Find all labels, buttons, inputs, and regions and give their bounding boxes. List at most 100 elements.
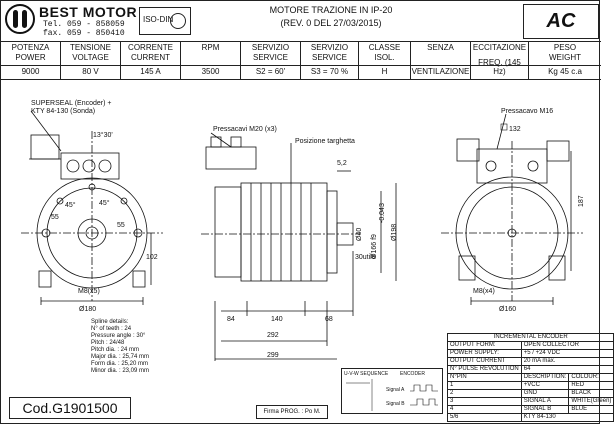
side-view — [201, 136, 397, 361]
rear-view — [441, 138, 583, 305]
m8x4-label: M8(x4) — [473, 288, 495, 295]
pin-number: 5/6 — [447, 413, 522, 422]
title-line-2: (REV. 0 DEL 27/03/2015) — [280, 18, 382, 28]
projection-symbol-icon — [170, 13, 186, 29]
signal-waveform — [346, 379, 438, 411]
spec-header: SERVIZIO SERVICE — [310, 43, 349, 62]
spec-header: PESO WEIGHT — [549, 43, 581, 62]
signature-field: Firma PROG. : Po M. — [256, 405, 328, 419]
terminal-box — [60, 152, 120, 180]
pin-number: 4 — [447, 405, 522, 414]
spline-pitch: Pitch : 24/48 — [91, 340, 125, 346]
spline-form-dia: Form dia. : 25,20 mm — [91, 361, 149, 367]
encoder-table: INCREMENTAL ENCODER OUTPUT FORM:OPEN COL… — [446, 333, 614, 422]
dim-5-2: 5,2 — [337, 160, 347, 167]
spline-minor-dia: Minor dia. : 23,09 mm — [91, 368, 150, 374]
spline-pitch-dia: Pitch dia. : 24 mm — [91, 347, 140, 353]
encoder-value: 64 — [520, 365, 614, 374]
encoder-connector — [30, 134, 60, 160]
ac-type-badge: AC — [523, 4, 599, 39]
brand-name: BEST MOTOR — [39, 4, 138, 20]
pressacavi-m20-label: Pressacavi M20 (x3) — [213, 126, 277, 133]
encoder-value: +5 / +24 VDC — [520, 349, 614, 358]
pin-colour: WHITE(Green) — [568, 397, 614, 406]
superseal-label: SUPERSEAL (Encoder) + — [31, 100, 111, 107]
encoder-value: 20 mA max. — [520, 357, 614, 366]
spline-details: Spline details: N° of teeth : 24 Pressur… — [91, 319, 149, 375]
encoder-value: OPEN COLLECTOR — [520, 341, 614, 350]
pin-number: 3 — [447, 397, 522, 406]
spec-value: S3 = 70 % — [310, 67, 349, 76]
company-logo: BEST MOTOR Tel. 059 - 858059 fax. 059 - … — [5, 4, 165, 38]
spec-power: POTENZA POWER 9000 — [1, 41, 61, 79]
dim-187: 187 — [578, 195, 585, 207]
dim-45-a: 45° — [65, 201, 76, 209]
rear-cap — [214, 186, 242, 278]
signal-b-label: Signal B — [386, 401, 405, 407]
spec-header: POTENZA POWER — [11, 43, 50, 62]
encoder-key: POWER SUPPLY: — [447, 349, 522, 358]
technical-drawing: SUPERSEAL (Encoder) + KTY 84-130 (Sonda)… — [21, 100, 585, 361]
spec-header: TENSIONE VOLTAGE — [70, 43, 111, 62]
dim-132: 132 — [509, 126, 521, 133]
spec-value: 80 V — [82, 67, 99, 76]
angle-dimension: 13°30' — [93, 131, 113, 139]
pin-colour: BLUE — [568, 405, 614, 414]
spec-divider — [1, 65, 601, 66]
dim-55-b: 55 — [117, 222, 125, 229]
encoder-key: OUTPUT FORM: — [447, 341, 522, 350]
side-terminal-box — [205, 146, 257, 170]
kty-sensor-label: KTY 84-130 (Sonda) — [31, 108, 95, 115]
spec-voltage: TENSIONE VOLTAGE 80 V — [61, 41, 121, 79]
pin-description: SIGNAL B — [520, 405, 570, 414]
spec-header: ECCITAZIONE — [472, 43, 527, 52]
pin-description: SIGNAL A — [520, 397, 570, 406]
dim-84: 84 — [227, 316, 235, 323]
spec-service-s3: SERVIZIO SERVICE S3 = 70 % — [301, 41, 359, 79]
pin-header: COLOUR: — [568, 373, 614, 382]
pin-colour: RED — [568, 381, 614, 390]
signal-sequence-box: U-V-W SEQUENCE ENCODER Signal A Signal B — [341, 368, 443, 414]
utile-label: 30utile — [355, 254, 376, 261]
spec-value: 9000 — [21, 67, 40, 76]
dim-180: Ø180 — [79, 306, 96, 313]
dim-55-a: 55 — [51, 214, 59, 221]
front-flange-side — [326, 190, 338, 274]
spec-header: CLASSE ISOL. — [368, 43, 401, 62]
dim-140: 140 — [271, 316, 283, 323]
encoder-key: OUTPUT CURRENT — [447, 357, 522, 366]
dim-292: 292 — [267, 332, 279, 339]
drawing-code: Cod.G1901500 — [9, 397, 131, 419]
spec-value: S2 = 60' — [255, 67, 286, 76]
iso-din-label: ISO-DIN — [143, 15, 174, 24]
pin-description: +VCC — [520, 381, 570, 390]
fax-number: fax. 059 - 850410 — [43, 29, 125, 38]
spline-major-dia: Major dia. : 25,74 mm — [91, 354, 150, 360]
dim-198: Ø198 — [391, 224, 398, 241]
spec-table: POTENZA POWER 9000 TENSIONE VOLTAGE 80 V C… — [1, 41, 601, 80]
dim-160: Ø160 — [499, 306, 516, 313]
spec-value: H — [381, 67, 388, 76]
signal-a-label: Signal A — [386, 387, 405, 393]
title-line-1: MOTORE TRAZIONE IN IP-20 — [269, 5, 393, 15]
square-symbol-icon — [500, 123, 508, 131]
encoder-title-cell: INCREMENTAL ENCODER — [446, 333, 614, 342]
m8x5-label: M8(x5) — [78, 288, 100, 295]
front-view — [21, 131, 163, 305]
spec-insulation-class: CLASSE ISOL. H — [359, 41, 411, 79]
drawing-title: MOTORE TRAZIONE IN IP-20 (REV. 0 DEL 27/… — [241, 5, 421, 31]
sequence-title: U-V-W SEQUENCE — [344, 371, 389, 377]
tolerance-label: -0.043 — [379, 203, 386, 223]
spec-value: 145 A — [140, 67, 161, 76]
spec-value: 3500 — [201, 67, 220, 76]
spec-value: FREQ. (145 Hz) — [478, 58, 521, 76]
iso-din-box: ISO-DIN — [139, 7, 191, 35]
phone-number: Tel. 059 - 858059 — [43, 20, 125, 29]
pin-number: 2 — [447, 389, 522, 398]
dim-166: Ø166 f9 — [371, 234, 378, 259]
